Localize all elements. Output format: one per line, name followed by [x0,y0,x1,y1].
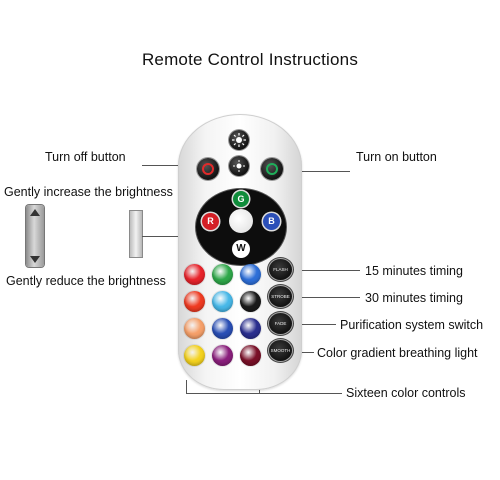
function-button-flash[interactable]: FLASH [269,259,292,280]
blue-button[interactable]: B [263,213,280,230]
color-button[interactable] [240,345,261,366]
white-button[interactable]: W [232,240,250,258]
diagram-title: Remote Control Instructions [141,50,359,69]
leader-colors-base [186,393,342,394]
power-on-button[interactable] [261,158,283,180]
leader-timer-15 [292,270,360,271]
label-breathing: Color gradient breathing light [317,346,478,360]
leader-turn-on [275,171,350,172]
leader-timer-30 [292,297,360,298]
brightness-up-button[interactable] [229,130,249,150]
color-button[interactable] [212,318,233,339]
rgb-control-disc: G R B W [196,189,286,265]
leader-slider [142,236,212,237]
color-button[interactable] [184,345,205,366]
sun-dim-icon [233,160,245,172]
color-button[interactable] [240,291,261,312]
function-button-strobe[interactable]: STROBE [269,286,292,307]
color-button[interactable] [240,318,261,339]
function-button-column: FLASH STROBE FADE SMOOTH [269,259,295,369]
color-button[interactable] [184,291,205,312]
leader-turn-off [142,165,190,166]
arrow-down-icon [30,256,40,263]
leader-colors-left [186,380,187,393]
color-button-grid [184,264,274,374]
power-off-button[interactable] [197,158,219,180]
power-off-icon [202,163,214,175]
label-purification: Purification system switch [340,318,484,332]
color-button[interactable] [212,345,233,366]
function-button-fade[interactable]: FADE [269,313,292,334]
side-slider-detail [130,211,142,257]
color-button[interactable] [212,264,233,285]
label-sixteen-colors: Sixteen color controls [346,386,466,400]
center-white-disc [229,209,253,233]
label-timer-15: 15 minutes timing [365,264,463,278]
function-button-smooth[interactable]: SMOOTH [269,340,292,361]
label-brightness-down: Gently reduce the brightness [6,274,166,288]
arrow-up-icon [30,209,40,216]
color-button[interactable] [184,318,205,339]
label-turn-off: Turn off button [45,150,126,164]
label-turn-on: Turn on button [356,150,437,164]
brightness-down-button[interactable] [229,156,249,176]
remote-control: G R B W FLASH STROBE FADE SMOOTH [178,114,302,390]
sun-icon [232,133,246,147]
label-brightness-up: Gently increase the brightness [4,185,173,199]
leader-purification [292,324,336,325]
power-on-icon [266,163,278,175]
leader-breathing [292,352,314,353]
label-timer-30: 30 minutes timing [365,291,463,305]
color-button[interactable] [184,264,205,285]
red-button[interactable]: R [202,213,219,230]
green-button[interactable]: G [233,191,249,207]
color-button[interactable] [240,264,261,285]
color-button[interactable] [212,291,233,312]
brightness-slider-icon [26,205,44,267]
